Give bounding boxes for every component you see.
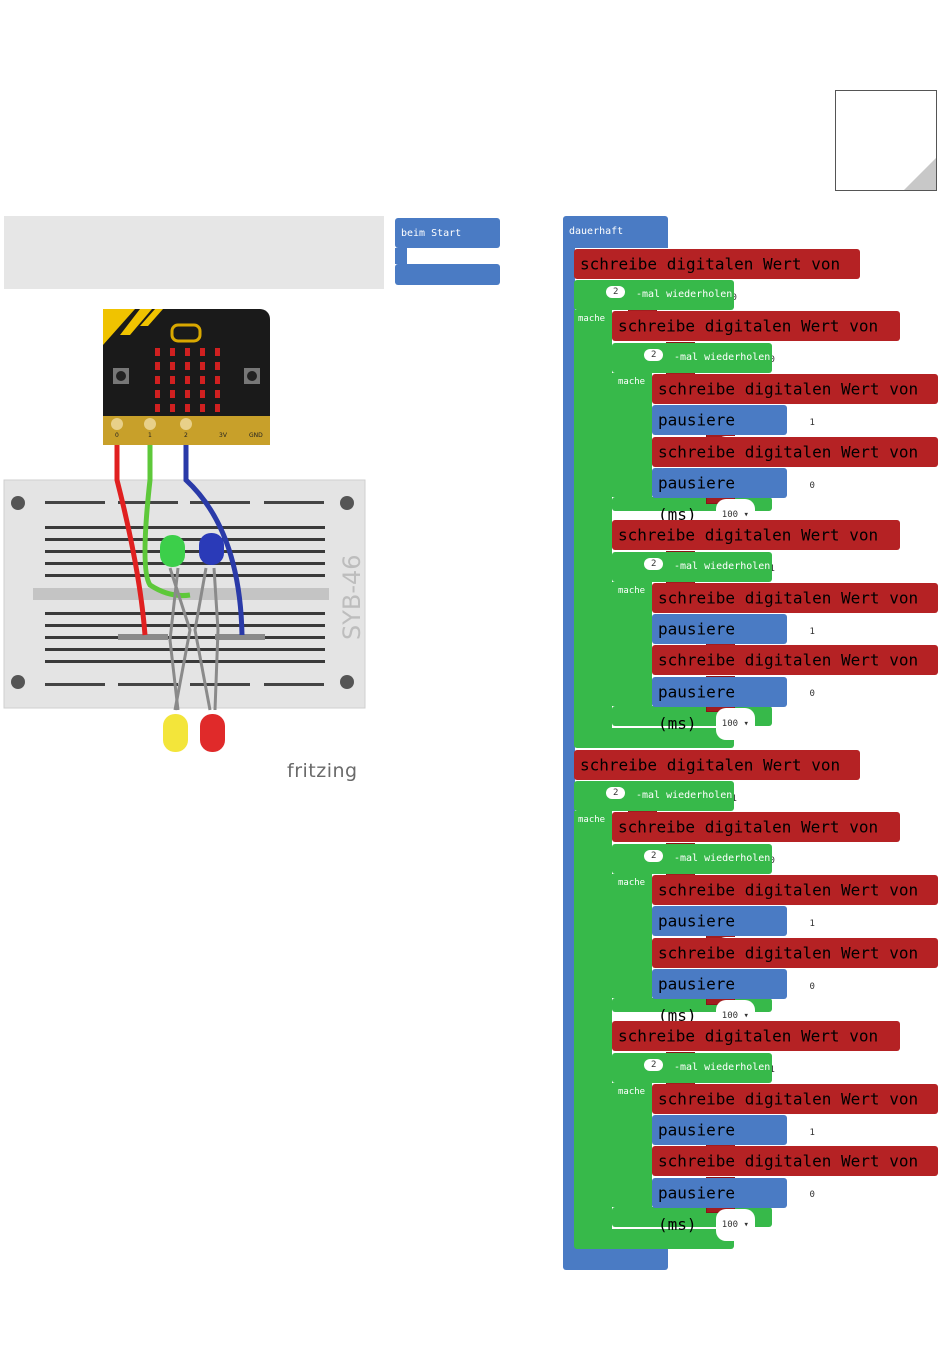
write-pin-block[interactable]: schreibe digitalen Wert von Pin P2 auf 0 — [652, 1146, 938, 1213]
write-pin-block[interactable]: schreibe digitalen Wert von Pin P2 auf 0 — [652, 938, 938, 1005]
forever-arm — [563, 248, 575, 1248]
pause-block[interactable]: pausiere (ms) 100 ▾ — [652, 1115, 787, 1178]
write-pin-block[interactable]: schreibe digitalen Wert von Pin P0 auf 0 — [574, 249, 860, 316]
write-pin-block[interactable]: schreibe digitalen Wert von Pin P2 auf 1 — [652, 583, 938, 650]
write-pin-block[interactable]: schreibe digitalen Wert von Pin P0 auf 1 — [574, 750, 860, 817]
pause-block[interactable]: pausiere (ms) 100 ▾ — [652, 405, 787, 468]
repeat-arm: mache — [574, 310, 612, 730]
pin-1-label: 1 — [148, 432, 152, 439]
pause-block[interactable]: pausiere (ms) 100 ▾ — [652, 906, 787, 969]
write-pin-block[interactable]: schreibe digitalen Wert von Pin P1 auf 0 — [612, 311, 900, 378]
led-blue — [199, 533, 224, 565]
page-fold — [904, 158, 936, 190]
pin-3v-label: 3V — [219, 432, 228, 439]
on-start-block[interactable]: beim Start — [395, 218, 500, 248]
page-corner-box — [835, 90, 937, 191]
on-start-label: beim Start — [401, 228, 462, 239]
caption-bar — [4, 216, 384, 289]
led-yellow — [163, 714, 188, 752]
pause-block[interactable]: pausiere (ms) 100 ▾ — [652, 1178, 787, 1241]
led-green — [160, 535, 185, 567]
breadboard-label: SYB-46 — [338, 554, 366, 640]
led-matrix — [155, 348, 220, 412]
write-pin-block[interactable]: schreibe digitalen Wert von Pin P1 auf 1 — [612, 1021, 900, 1088]
repeat-block[interactable]: 2 -mal wiederholen — [612, 343, 772, 373]
forever-label: dauerhaft — [569, 226, 624, 237]
write-pin-block[interactable]: schreibe digitalen Wert von Pin P2 auf 0 — [652, 437, 938, 504]
write-pin-block[interactable]: schreibe digitalen Wert von Pin P2 auf 0 — [652, 645, 938, 712]
pin-0-label: 0 — [115, 432, 119, 439]
repeat-block[interactable]: 2 -mal wiederholen — [574, 280, 734, 310]
pause-block[interactable]: pausiere (ms) 100 ▾ — [652, 677, 787, 740]
pin-gnd-label: GND — [249, 432, 263, 439]
write-pin-block[interactable]: schreibe digitalen Wert von Pin P2 auf 1 — [652, 374, 938, 441]
pause-block[interactable]: pausiere (ms) 100 ▾ — [652, 969, 787, 1032]
repeat-block[interactable]: 2 -mal wiederholen — [612, 1053, 772, 1083]
repeat-count-field[interactable]: 2 — [606, 286, 626, 298]
pause-block[interactable]: pausiere (ms) 100 ▾ — [652, 614, 787, 677]
repeat-block[interactable]: 2 -mal wiederholen — [612, 552, 772, 582]
write-pin-block[interactable]: schreibe digitalen Wert von Pin P2 auf 1 — [652, 875, 938, 942]
forever-bottom — [563, 1248, 668, 1270]
forever-block[interactable]: dauerhaft — [563, 216, 668, 248]
on-start-bottom — [395, 264, 500, 285]
write-pin-block[interactable]: schreibe digitalen Wert von Pin P2 auf 1 — [652, 1084, 938, 1151]
on-start-arm — [395, 248, 407, 264]
repeat-block[interactable]: 2 -mal wiederholen — [612, 844, 772, 874]
pause-block[interactable]: pausiere (ms) 100 ▾ — [652, 468, 787, 531]
write-pin-block[interactable]: schreibe digitalen Wert von Pin P1 auf 1 — [612, 520, 900, 587]
write-pin-block[interactable]: schreibe digitalen Wert von Pin P1 auf 0 — [612, 812, 900, 879]
fritzing-logo: fritzing — [287, 760, 358, 782]
repeat-block[interactable]: 2 -mal wiederholen — [574, 781, 734, 811]
circuit-diagram: 0 1 2 3V GND SYB-46 — [3, 309, 366, 752]
pin-2-label: 2 — [184, 432, 188, 439]
led-red — [200, 714, 225, 752]
